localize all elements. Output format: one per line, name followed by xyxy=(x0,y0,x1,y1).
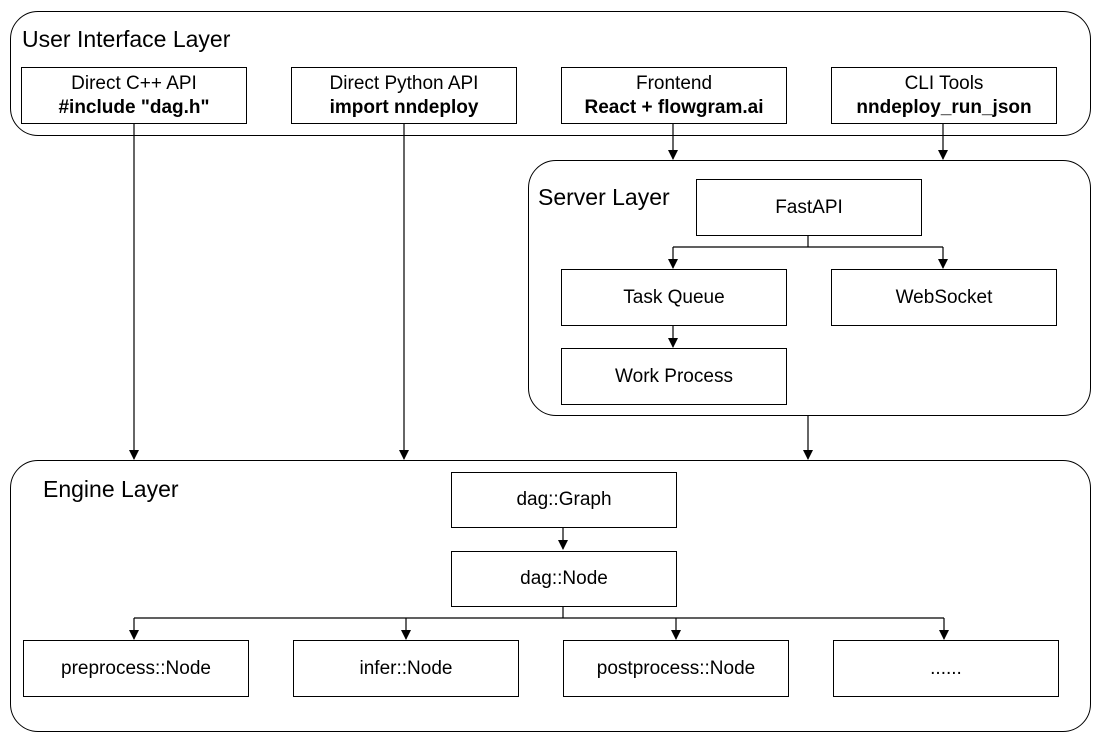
engine-layer-title: Engine Layer xyxy=(43,476,179,502)
preprocess-node-box: preprocess::Node xyxy=(23,640,249,697)
direct-python-api-box: Direct Python API import nndeploy xyxy=(291,67,517,124)
ui-layer-title: User Interface Layer xyxy=(22,26,231,52)
frontend-label: Frontend xyxy=(635,72,713,94)
direct-cpp-api-box: Direct C++ API #include "dag.h" xyxy=(21,67,247,124)
postprocess-node-box: postprocess::Node xyxy=(563,640,789,697)
more-nodes-box: ...... xyxy=(833,640,1059,697)
websocket-box: WebSocket xyxy=(831,269,1057,326)
frontend-stack: React + flowgram.ai xyxy=(584,96,764,118)
python-api-label: Direct Python API xyxy=(329,72,479,94)
work-process-box: Work Process xyxy=(561,348,787,405)
fastapi-box: FastAPI xyxy=(696,179,922,236)
cli-tools-box: CLI Tools nndeploy_run_json xyxy=(831,67,1057,124)
dag-node-box: dag::Node xyxy=(451,551,677,607)
server-layer-title: Server Layer xyxy=(538,184,670,210)
cpp-api-include: #include "dag.h" xyxy=(58,96,210,118)
cli-tools-label: CLI Tools xyxy=(904,72,984,94)
infer-node-box: infer::Node xyxy=(293,640,519,697)
cpp-api-label: Direct C++ API xyxy=(71,72,197,94)
frontend-box: Frontend React + flowgram.ai xyxy=(561,67,787,124)
dag-graph-box: dag::Graph xyxy=(451,472,677,528)
cli-tools-command: nndeploy_run_json xyxy=(856,96,1032,118)
task-queue-box: Task Queue xyxy=(561,269,787,326)
python-api-import: import nndeploy xyxy=(329,96,479,118)
